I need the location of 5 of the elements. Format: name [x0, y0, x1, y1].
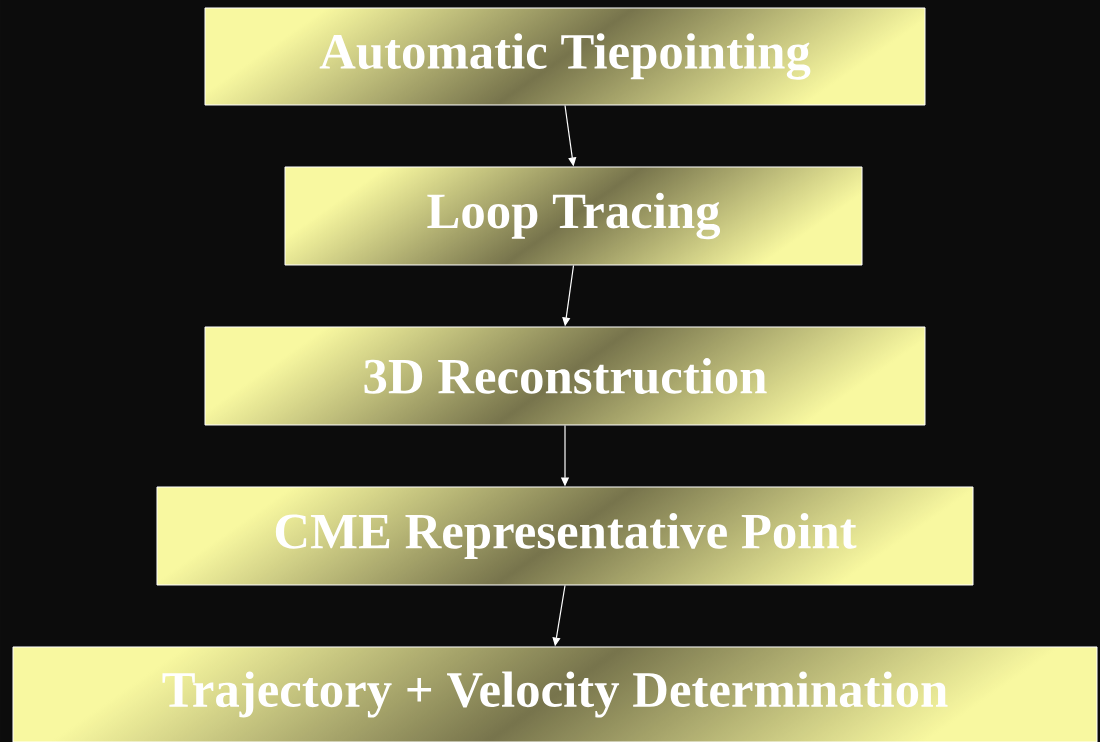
process-box: Loop Tracing	[284, 166, 863, 266]
process-box: 3D Reconstruction	[204, 326, 926, 426]
process-box: Trajectory + Velocity Determination	[12, 646, 1098, 742]
process-box: Automatic Tiepointing	[204, 7, 926, 106]
process-box: CME Representative Point	[156, 486, 974, 586]
